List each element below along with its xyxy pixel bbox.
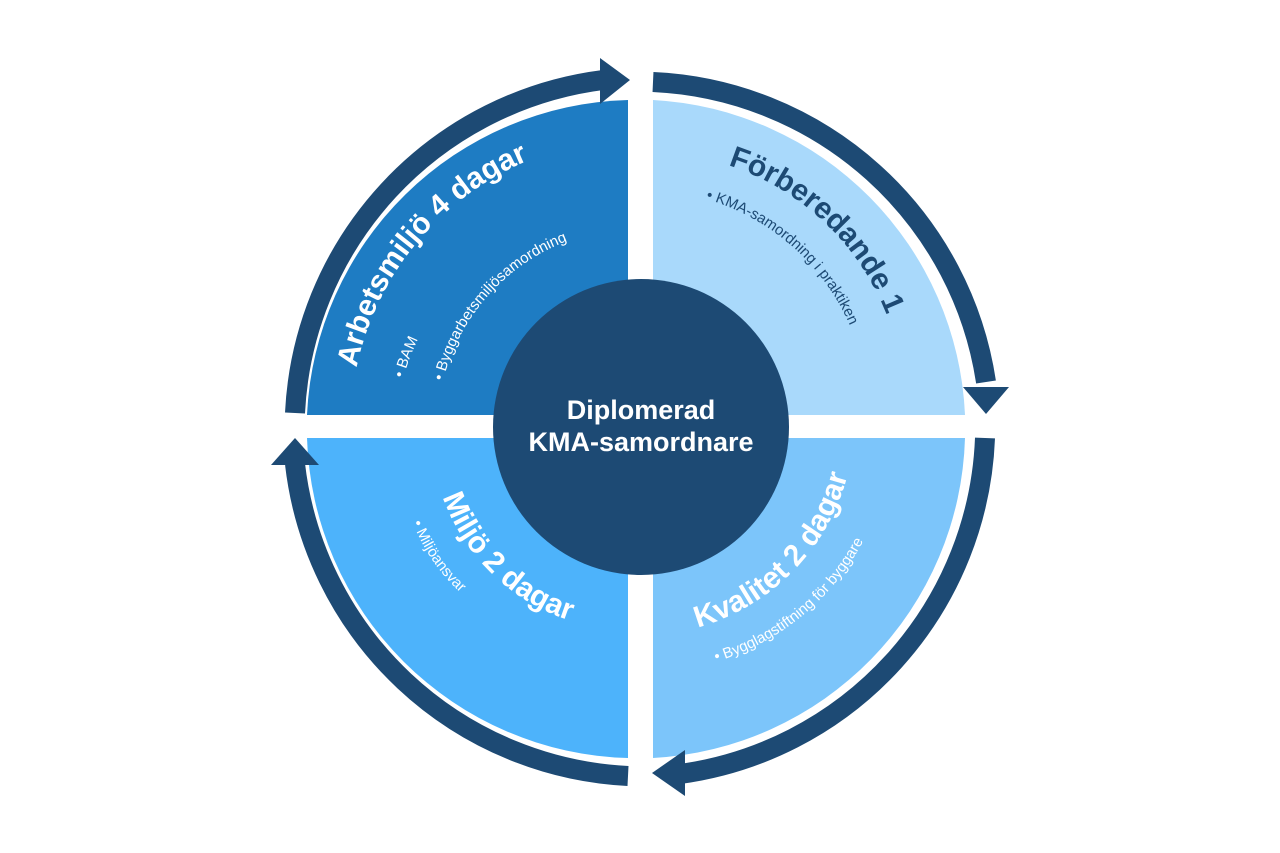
arrow-arc-q4 [285, 70, 605, 414]
center-circle [493, 279, 789, 575]
arrow-head-q3 [271, 438, 319, 465]
arrow-arc-q1 [652, 72, 996, 384]
arrow-head-q4 [600, 58, 630, 104]
arrow-head-q2 [652, 750, 685, 796]
arrow-head-q1 [963, 387, 1009, 414]
arrow-arc-q2 [678, 437, 995, 784]
cycle-arrows [271, 58, 1009, 796]
center-title-line-2: KMA-samordnare [528, 427, 753, 457]
center-title-line-1: Diplomerad [567, 395, 716, 425]
arrow-arc-q3 [285, 462, 629, 786]
